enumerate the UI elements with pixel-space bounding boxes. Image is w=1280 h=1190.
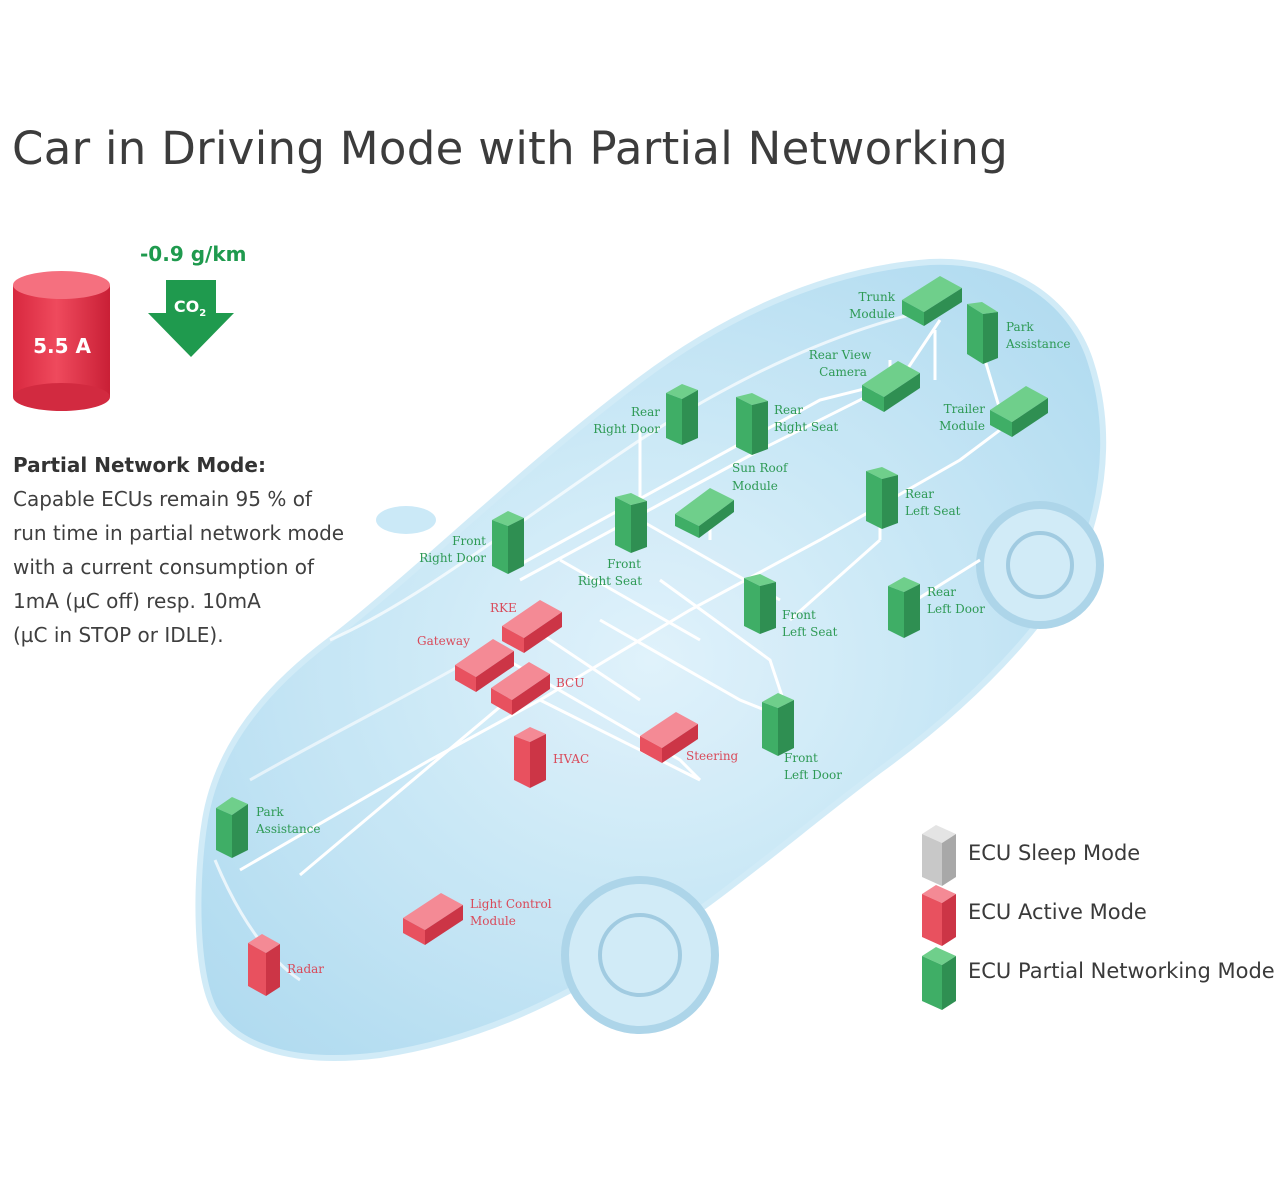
ecu-rear-left-door xyxy=(888,577,920,638)
ecu-trunk-module xyxy=(902,276,962,326)
label-radar: Radar xyxy=(287,962,324,976)
ecu-rear-right-seat xyxy=(736,393,768,455)
co2-reduction-value: -0.9 g/km xyxy=(140,242,247,266)
ecu-hvac xyxy=(514,727,546,788)
ecu-front-left-door xyxy=(762,693,794,756)
car-body xyxy=(195,258,1107,1061)
co2-label: CO2 xyxy=(173,297,207,320)
ecu-front-left-seat xyxy=(744,574,776,634)
legend-active-label: ECU Active Mode xyxy=(968,900,1147,924)
co2-down-arrow-icon xyxy=(148,280,234,357)
info-line: with a current consumption of xyxy=(13,555,315,579)
ecu-rear-view-camera xyxy=(862,361,920,412)
ecu-rke xyxy=(502,600,562,653)
legend-sleep-label: ECU Sleep Mode xyxy=(968,841,1140,865)
legend: ECU Sleep Mode ECU Active Mode ECU Parti… xyxy=(922,825,1275,1010)
info-line: (µC in STOP or IDLE). xyxy=(13,623,224,647)
ecu-rear-right-door xyxy=(666,384,698,445)
label-bcu: BCU xyxy=(556,676,584,690)
ecu-park-assistance-front xyxy=(216,797,248,858)
label-gateway: Gateway xyxy=(417,634,470,648)
current-value: 5.5 A xyxy=(33,334,91,358)
current-cylinder-icon xyxy=(13,271,110,411)
legend-partial-swatch-icon xyxy=(922,947,956,1010)
info-heading: Partial Network Mode: xyxy=(13,453,266,477)
ecu-light-control-module xyxy=(403,893,463,945)
info-line: Capable ECUs remain 95 % of xyxy=(13,487,312,511)
ecu-gateway xyxy=(455,639,514,692)
label-hvac: HVAC xyxy=(553,752,589,766)
info-line: 1mA (µC off) resp. 10mA xyxy=(13,589,261,613)
ecu-bcu xyxy=(491,662,550,715)
info-text-block: Partial Network Mode: Capable ECUs remai… xyxy=(13,448,344,652)
ecu-steering xyxy=(640,712,698,763)
page-title: Car in Driving Mode with Partial Network… xyxy=(12,122,1009,175)
label-steering: Steering xyxy=(686,749,739,763)
ecu-radar xyxy=(248,934,280,996)
legend-partial-label: ECU Partial Networking Mode xyxy=(968,959,1275,983)
ecu-front-right-seat xyxy=(615,493,647,553)
info-line: run time in partial network mode xyxy=(13,521,345,545)
ecu-sun-roof-module xyxy=(675,488,734,538)
legend-active-swatch-icon xyxy=(922,885,956,946)
label-rke: RKE xyxy=(490,601,517,615)
ecu-trailer-module xyxy=(990,386,1048,437)
legend-sleep-swatch-icon xyxy=(922,825,956,886)
ecu-front-right-door xyxy=(492,511,524,574)
ecu-park-assistance-rear xyxy=(967,302,998,364)
ecu-rear-left-seat xyxy=(866,467,898,529)
